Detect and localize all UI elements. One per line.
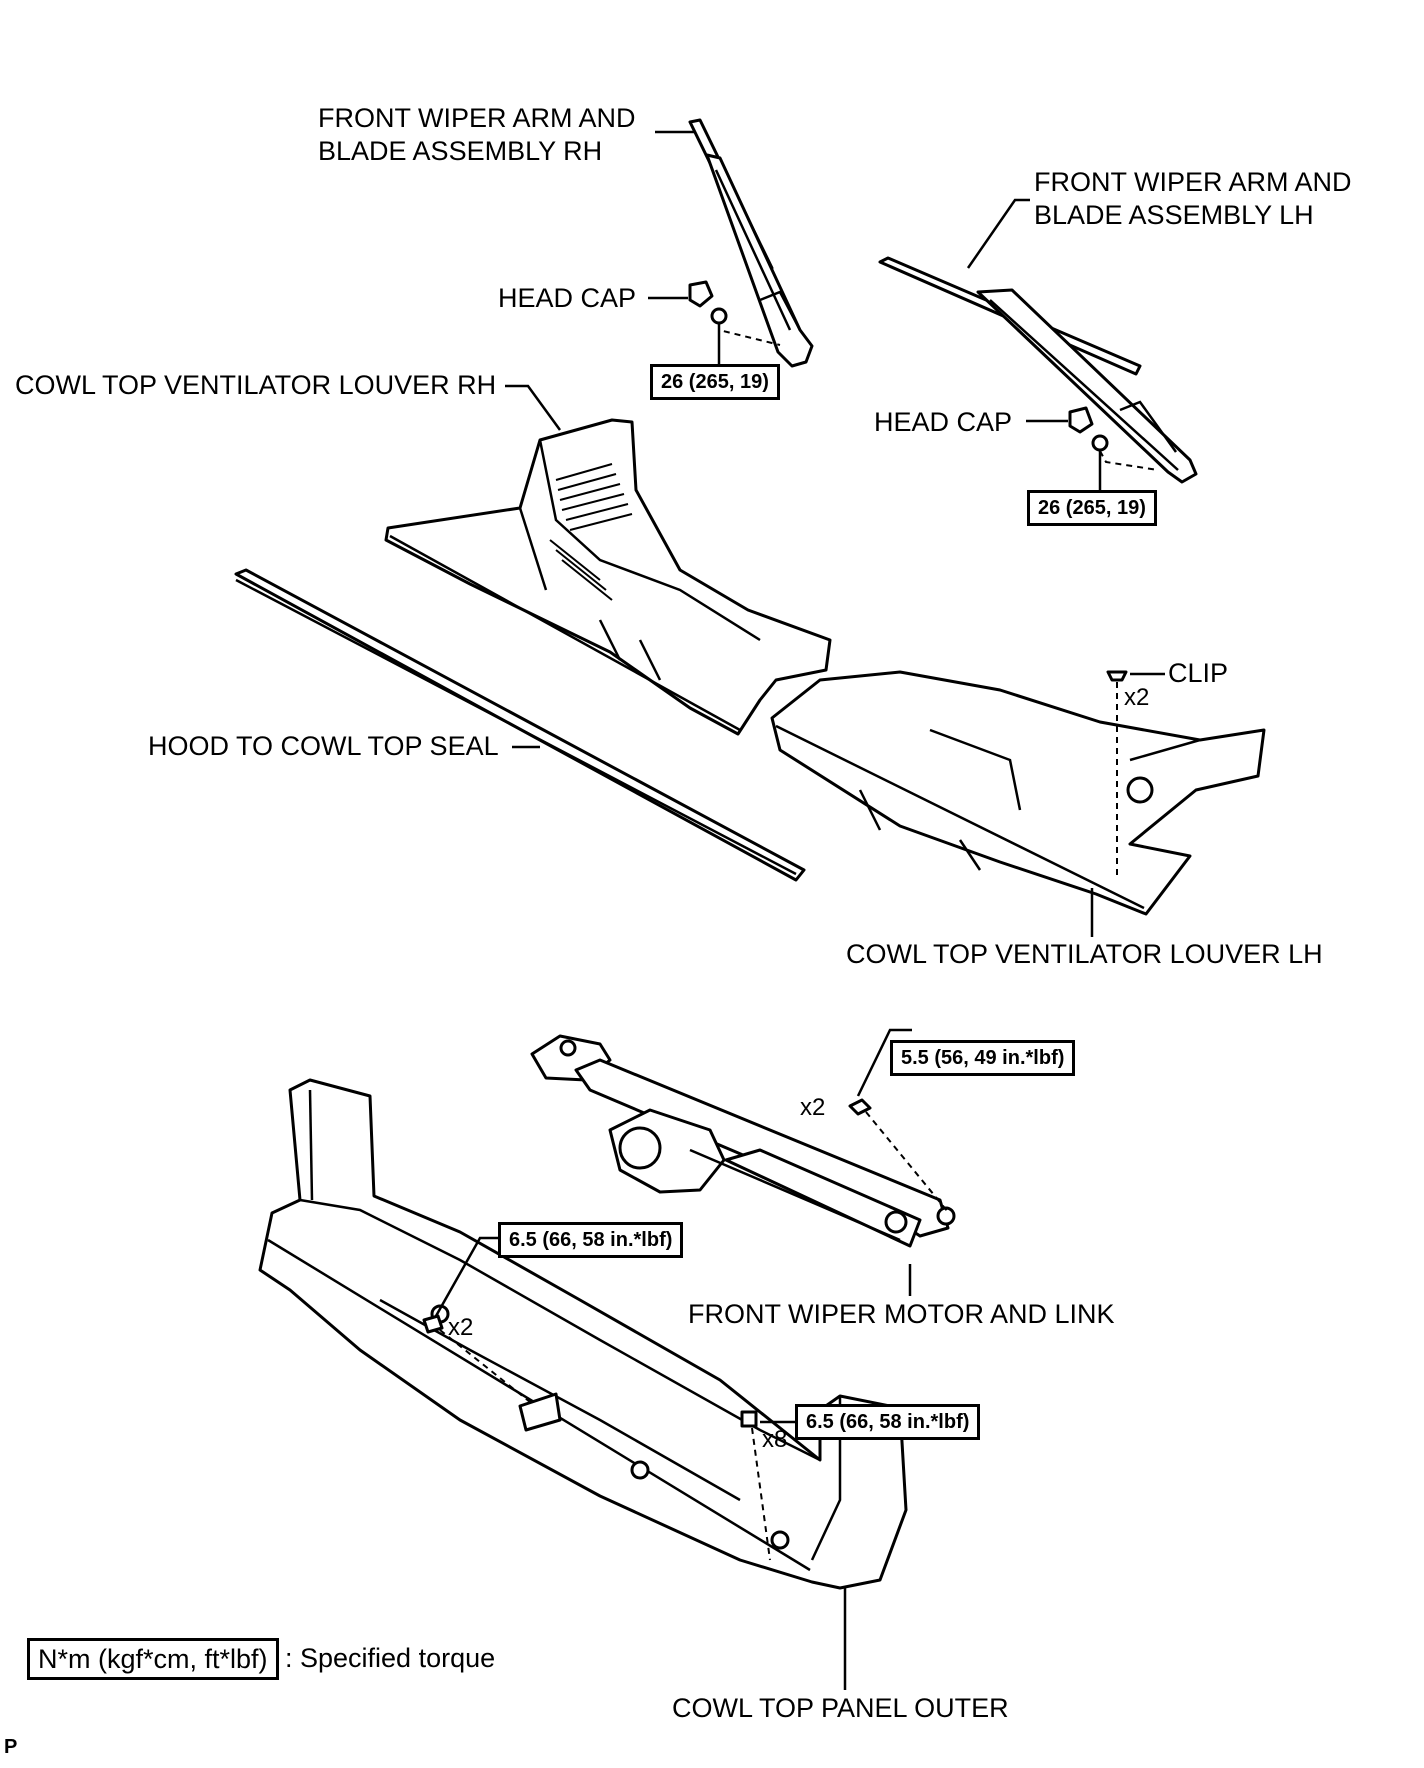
- clip-fastener: [1106, 670, 1128, 878]
- torque-motor-bolt: 5.5 (56, 49 in.*lbf): [890, 1040, 1076, 1076]
- head-cap-lh: [1068, 406, 1094, 434]
- label-clip: CLIP: [1168, 658, 1229, 688]
- label-hood-seal: HOOD TO COWL TOP SEAL: [148, 731, 499, 761]
- nut-lh: [1091, 434, 1159, 471]
- count-motor-bolt: x2: [800, 1094, 826, 1121]
- count-panel-bolt-a: x2: [448, 1314, 474, 1341]
- label-wiper-lh: FRONT WIPER ARM AND BLADE ASSEMBLY LH: [1034, 167, 1352, 230]
- leader-lines: [434, 130, 1165, 1690]
- count-panel-bolt-b: x8: [762, 1426, 788, 1453]
- legend-torque-box: N*m (kgf*cm, ft*lbf): [27, 1638, 279, 1680]
- label-head-cap-rh: HEAD CAP: [498, 283, 637, 313]
- corner-code: P: [4, 1736, 18, 1758]
- label-louver-lh: COWL TOP VENTILATOR LOUVER LH: [846, 939, 1323, 969]
- count-clip: x2: [1124, 684, 1150, 711]
- louver-rh-vents: [549, 463, 633, 601]
- wiper-arm-lh: [878, 256, 1198, 484]
- torque-panel-bolt-a: 6.5 (66, 58 in.*lbf): [498, 1222, 684, 1258]
- legend-torque-text: : Specified torque: [285, 1643, 496, 1673]
- torque-panel-bolt-b: 6.5 (66, 58 in.*lbf): [795, 1404, 981, 1440]
- label-panel-outer: COWL TOP PANEL OUTER: [672, 1693, 1009, 1723]
- label-motor-link: FRONT WIPER MOTOR AND LINK: [688, 1299, 1115, 1329]
- label-louver-rh: COWL TOP VENTILATOR LOUVER RH: [15, 370, 497, 400]
- cowl-louver-rh: [384, 418, 832, 736]
- label-head-cap-lh: HEAD CAP: [874, 407, 1013, 437]
- panel-bolt-a: [422, 1314, 531, 1403]
- torque-wiper-lh: 26 (265, 19): [1027, 490, 1157, 526]
- head-cap-rh: [688, 280, 714, 308]
- label-wiper-rh: FRONT WIPER ARM AND BLADE ASSEMBLY RH: [318, 103, 636, 166]
- wiper-motor-link: [530, 1034, 956, 1248]
- wiper-arm-rh: [688, 118, 814, 368]
- torque-wiper-rh: 26 (265, 19): [650, 364, 780, 400]
- cowl-louver-lh: [770, 670, 1266, 916]
- hood-seal: [234, 568, 806, 882]
- motor-bolt: [848, 1098, 949, 1213]
- panel-bolt-b: [740, 1410, 771, 1561]
